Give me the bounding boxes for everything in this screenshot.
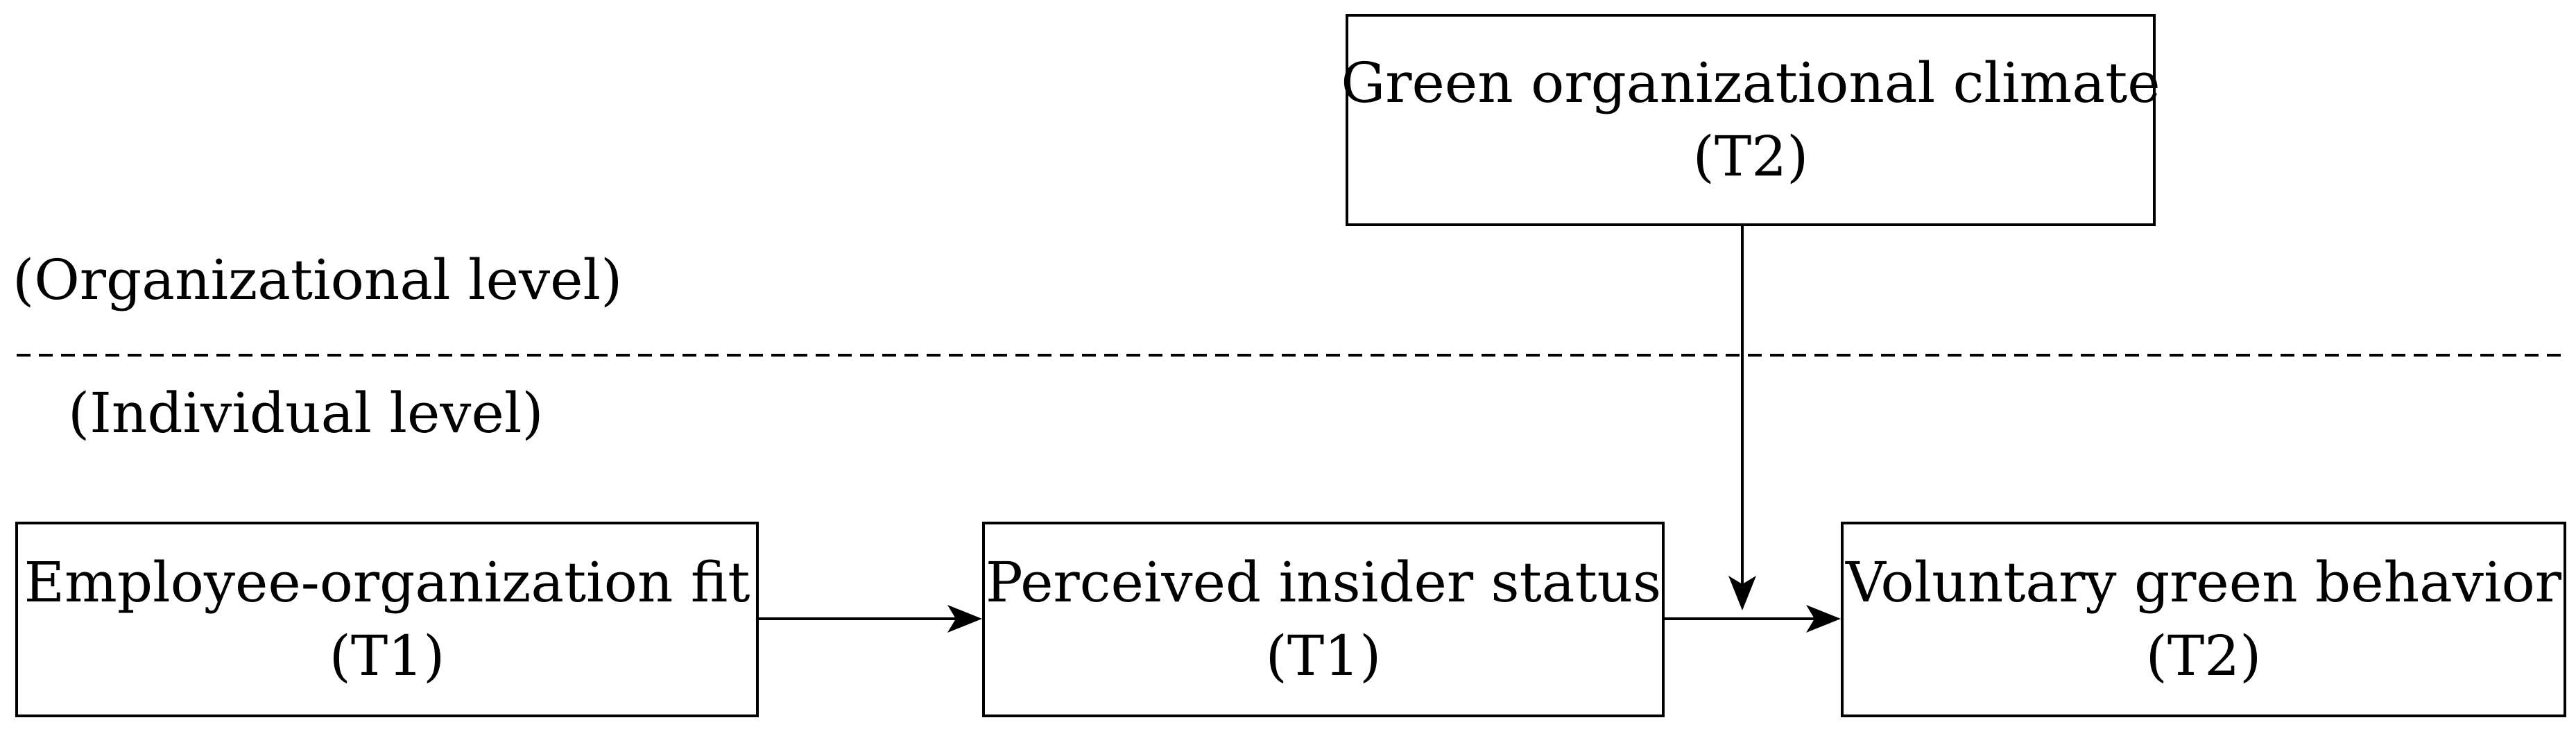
fit-title: Employee-organization fit (24, 550, 750, 615)
box-voluntary-green-behavior: Voluntary green behavior (T2) (1841, 522, 2566, 717)
individual-level-label: (Individual level) (68, 381, 544, 445)
arrowhead-fit-to-insider (947, 605, 982, 633)
organizational-level-label: (Organizational level) (12, 248, 623, 312)
behavior-time-point: (T2) (2145, 624, 2262, 688)
arrowhead-insider-to-behavior (1806, 605, 1841, 633)
box-green-organizational-climate: Green organizational climate (T2) (1341, 14, 2161, 226)
insider-time-point: (T1) (1265, 624, 1382, 688)
arrowhead-climate-moderation (1728, 576, 1756, 610)
climate-title: Green organizational climate (1341, 51, 2161, 115)
box-employee-organization-fit: Employee-organization fit (T1) (15, 522, 759, 717)
climate-time-point: (T2) (1692, 124, 1809, 189)
fit-time-point: (T1) (329, 624, 445, 688)
insider-title: Perceived insider status (985, 550, 1662, 615)
behavior-title: Voluntary green behavior (1846, 550, 2561, 615)
box-perceived-insider-status: Perceived insider status (T1) (982, 522, 1665, 717)
